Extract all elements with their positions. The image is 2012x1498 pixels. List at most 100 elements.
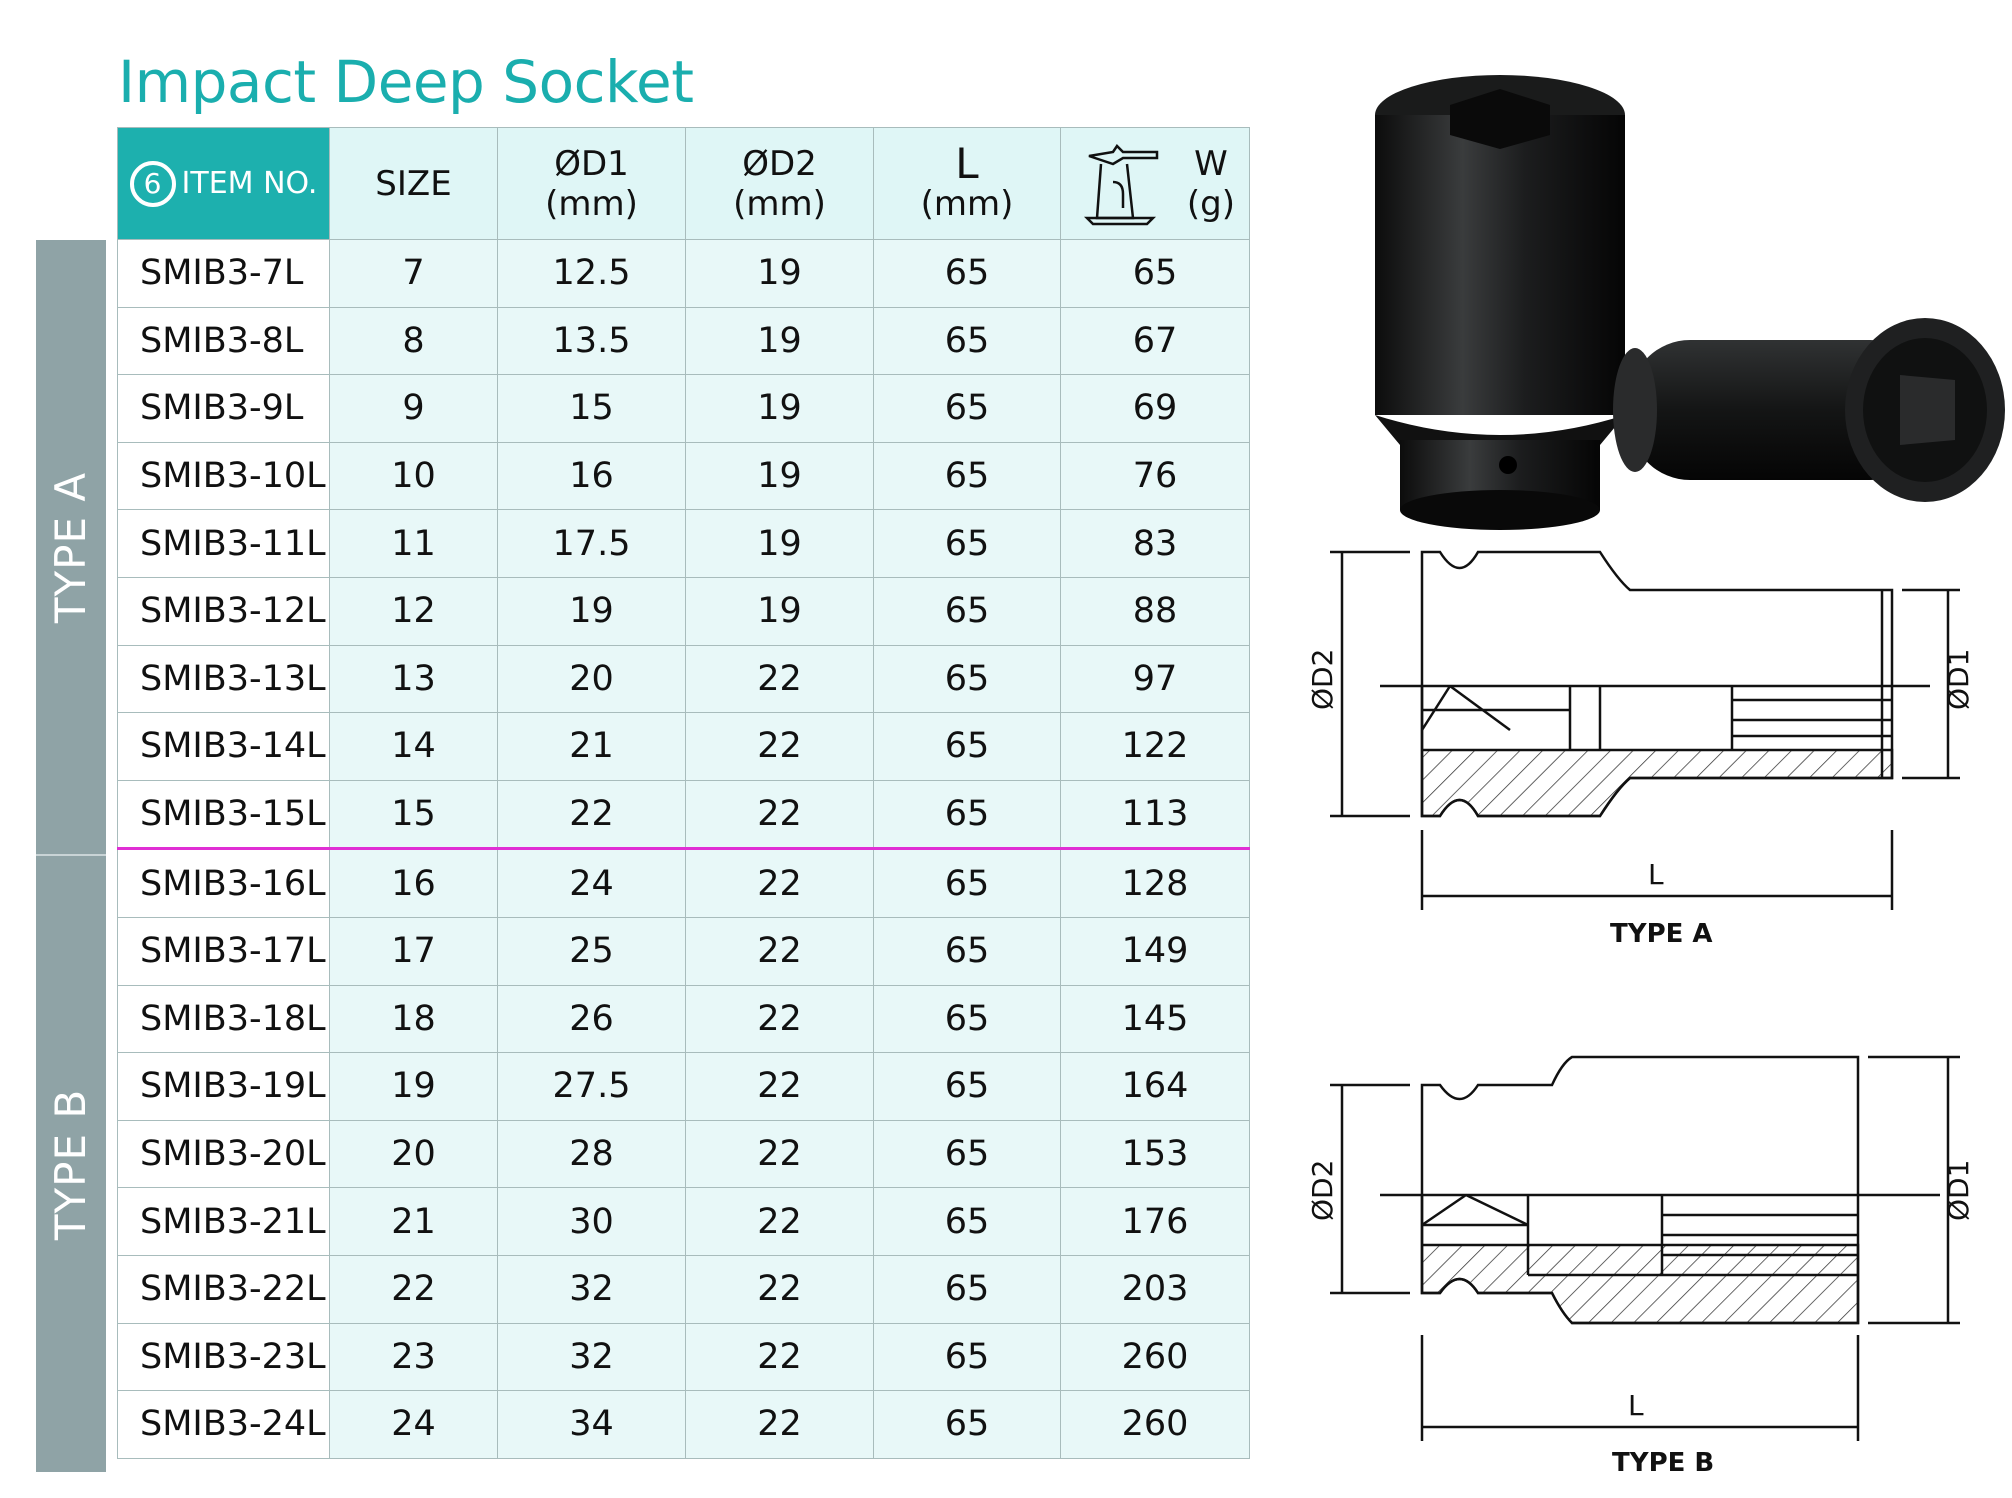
type-b-l-label: L [1628, 1389, 1644, 1422]
type-b-d1-label: ØD1 [1942, 1160, 1975, 1221]
item-cell: SMIB3-18L [117, 984, 330, 1054]
w-cell: 122 [1060, 712, 1250, 781]
d2-cell: 22 [685, 779, 874, 850]
size-cell: 22 [329, 1254, 498, 1324]
l-cell: 65 [873, 847, 1061, 918]
type-b-d2-label: ØD2 [1306, 1160, 1339, 1221]
d1-header: ØD1 (mm) [497, 127, 686, 240]
scale-icon [1083, 144, 1159, 226]
d2-cell: 19 [685, 441, 874, 511]
size-cell: 20 [329, 1119, 498, 1189]
page-title: Impact Deep Socket [118, 48, 694, 116]
size-cell: 8 [329, 306, 498, 376]
size-cell: 19 [329, 1052, 498, 1121]
d1-cell: 32 [497, 1322, 686, 1392]
item-cell: SMIB3-10L [117, 441, 330, 511]
size-cell: 9 [329, 374, 498, 443]
item-cell: SMIB3-17L [117, 916, 330, 986]
socket-photo [1375, 75, 2005, 530]
d2-cell: 19 [685, 239, 874, 308]
d1-cell: 20 [497, 644, 686, 714]
type-a-band: TYPE A [36, 240, 106, 854]
w-cell: 145 [1060, 984, 1250, 1054]
item-no-header-label: ITEM NO. [181, 165, 318, 201]
type-b-caption: TYPE B [1612, 1448, 1714, 1478]
w-cell: 176 [1060, 1187, 1250, 1256]
table-header-row: 6 ITEM NO. SIZE ØD1 (mm) ØD2 (mm) L (mm) [117, 127, 1250, 240]
w-cell: 83 [1060, 509, 1250, 578]
size-cell: 10 [329, 441, 498, 511]
d1-cell: 32 [497, 1254, 686, 1324]
d1-cell: 25 [497, 916, 686, 986]
size-cell: 16 [329, 847, 498, 918]
l-cell: 65 [873, 779, 1061, 850]
item-cell: SMIB3-23L [117, 1322, 330, 1392]
d2-cell: 22 [685, 1119, 874, 1189]
w-header-unit: (g) [1186, 183, 1235, 224]
l-cell: 65 [873, 374, 1061, 443]
l-cell: 65 [873, 509, 1061, 578]
l-cell: 65 [873, 306, 1061, 376]
d2-cell: 19 [685, 306, 874, 376]
type-a-d1-label: ØD1 [1942, 649, 1975, 710]
item-no-header: 6 ITEM NO. [117, 127, 330, 240]
size-cell: 17 [329, 916, 498, 986]
d1-cell: 17.5 [497, 509, 686, 578]
l-cell: 65 [873, 712, 1061, 781]
w-cell: 260 [1060, 1322, 1250, 1392]
item-cell: SMIB3-9L [117, 374, 330, 443]
d2-cell: 22 [685, 1322, 874, 1392]
l-cell: 65 [873, 1052, 1061, 1121]
item-cell: SMIB3-15L [117, 779, 330, 850]
w-cell: 149 [1060, 916, 1250, 986]
d1-cell: 34 [497, 1390, 686, 1459]
d2-cell: 22 [685, 1254, 874, 1324]
d2-cell: 19 [685, 509, 874, 578]
l-cell: 65 [873, 1119, 1061, 1189]
d1-cell: 30 [497, 1187, 686, 1256]
d1-cell: 28 [497, 1119, 686, 1189]
d2-header: ØD2 (mm) [685, 127, 874, 240]
l-cell: 65 [873, 1390, 1061, 1459]
type-a-caption: TYPE A [1610, 919, 1713, 949]
short-socket-image [1613, 318, 2005, 502]
d1-cell: 19 [497, 576, 686, 646]
l-header-unit: (mm) [920, 183, 1014, 224]
d2-header-label: ØD2 [742, 143, 817, 184]
w-cell: 260 [1060, 1390, 1250, 1459]
d2-cell: 22 [685, 644, 874, 714]
spec-table: 6 ITEM NO. SIZE ØD1 (mm) ØD2 (mm) L (mm) [117, 127, 1250, 1459]
item-cell: SMIB3-24L [117, 1390, 330, 1459]
type-a-l-label: L [1648, 858, 1664, 891]
type-a-d2-label: ØD2 [1306, 649, 1339, 710]
type-b-label: TYPE B [46, 1088, 96, 1240]
item-cell: SMIB3-8L [117, 306, 330, 376]
d2-header-unit: (mm) [733, 183, 826, 224]
size-cell: 24 [329, 1390, 498, 1459]
d1-cell: 12.5 [497, 239, 686, 308]
l-cell: 65 [873, 1322, 1061, 1392]
type-a-drawing: ØD2 ØD1 L TYPE A [1306, 550, 1975, 949]
item-cell: SMIB3-16L [117, 847, 330, 918]
item-cell: SMIB3-12L [117, 576, 330, 646]
d1-cell: 21 [497, 712, 686, 781]
w-cell: 88 [1060, 576, 1250, 646]
w-cell: 113 [1060, 779, 1250, 850]
d1-header-unit: (mm) [545, 183, 638, 224]
size-header: SIZE [329, 127, 498, 240]
size-cell: 14 [329, 712, 498, 781]
l-cell: 65 [873, 441, 1061, 511]
type-b-band: TYPE B [36, 854, 106, 1472]
item-cell: SMIB3-14L [117, 712, 330, 781]
d2-cell: 22 [685, 847, 874, 918]
type-a-label: TYPE A [46, 471, 96, 623]
l-cell: 65 [873, 1187, 1061, 1256]
w-cell: 153 [1060, 1119, 1250, 1189]
